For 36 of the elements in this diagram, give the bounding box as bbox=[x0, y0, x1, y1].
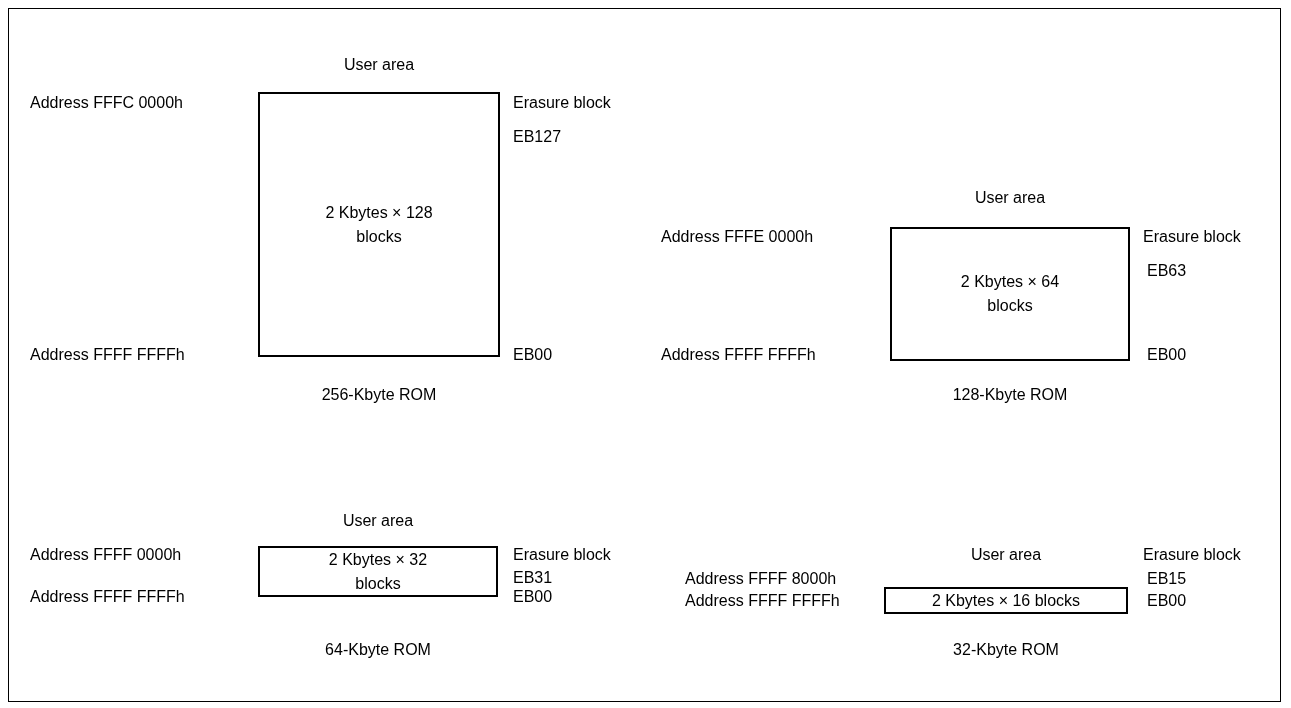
memory-block bbox=[884, 587, 1128, 614]
address-label: Address FFFF FFFFh bbox=[30, 588, 185, 606]
address-label: Address FFFF FFFFh bbox=[685, 592, 840, 610]
block-size-text: 2 Kbytes × 64 blocks bbox=[959, 272, 1061, 316]
block-number: EB00 bbox=[1147, 346, 1187, 364]
block-size-text: 2 Kbytes × 32 blocks bbox=[327, 549, 429, 594]
area-heading: User area bbox=[970, 546, 1042, 564]
block-number: EB31 bbox=[513, 569, 553, 587]
column-heading: Erasure block bbox=[1143, 546, 1241, 564]
block-number: EB15 bbox=[1147, 570, 1187, 588]
area-heading: User area bbox=[974, 189, 1046, 207]
block-number: EB00 bbox=[1147, 592, 1187, 610]
address-label: Address FFFE 0000h bbox=[661, 228, 814, 246]
address-label: Address FFFF 8000h bbox=[685, 570, 837, 588]
column-heading: Erasure block bbox=[513, 546, 611, 564]
block-number: EB63 bbox=[1147, 262, 1187, 280]
memory-block bbox=[258, 92, 500, 357]
column-heading: Erasure block bbox=[513, 94, 611, 112]
area-heading: User area bbox=[342, 512, 414, 530]
address-label: Address FFFF 0000h bbox=[30, 546, 182, 564]
block-number: EB127 bbox=[513, 128, 562, 146]
memory-block bbox=[890, 227, 1130, 361]
area-heading: User area bbox=[343, 56, 415, 74]
memory-block bbox=[258, 546, 498, 597]
block-size-text: 2 Kbytes × 16 blocks bbox=[931, 590, 1081, 611]
column-heading: Erasure block bbox=[1143, 228, 1241, 246]
rom-caption: 128-Kbyte ROM bbox=[952, 386, 1068, 404]
rom-caption: 32-Kbyte ROM bbox=[953, 641, 1059, 659]
block-size-text: 2 Kbytes × 128 blocks bbox=[324, 202, 434, 247]
block-number: EB00 bbox=[513, 588, 553, 606]
rom-caption: 256-Kbyte ROM bbox=[321, 386, 437, 404]
block-number: EB00 bbox=[513, 346, 553, 364]
rom-caption: 64-Kbyte ROM bbox=[325, 641, 431, 659]
address-label: Address FFFF FFFFh bbox=[30, 346, 185, 364]
address-label: Address FFFC 0000h bbox=[30, 94, 183, 112]
address-label: Address FFFF FFFFh bbox=[661, 346, 816, 364]
